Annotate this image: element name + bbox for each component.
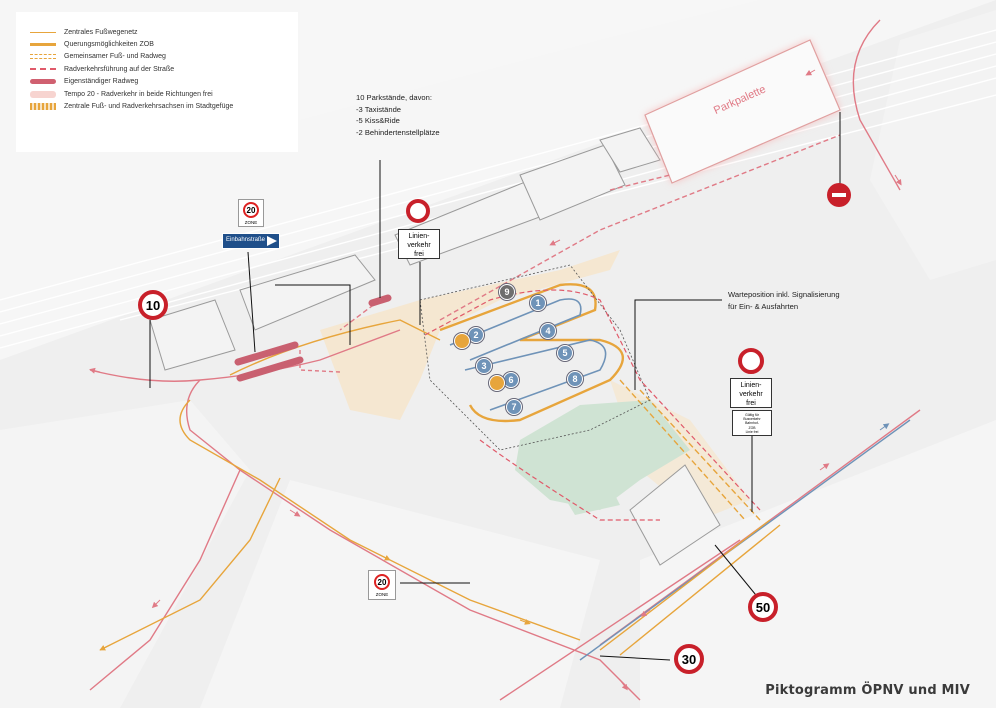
legend-item: Radverkehrsführung auf der Straße bbox=[30, 63, 288, 75]
bus-only-sign: Linien- verkehr frei bbox=[398, 229, 440, 259]
legend-item: Querungsmöglichkeiten ZOB bbox=[30, 38, 288, 50]
bus-info-line: Busverkehr bbox=[743, 417, 761, 422]
legend-swatch bbox=[30, 103, 56, 111]
legend-swatch bbox=[30, 28, 56, 36]
bus-station bbox=[419, 264, 761, 521]
bus-info-line: ZOB bbox=[748, 425, 756, 430]
callout-lines bbox=[149, 112, 841, 661]
legend-item: Gemeinsamer Fuß- und Radweg bbox=[30, 51, 288, 63]
parkpalette-building bbox=[644, 39, 841, 184]
zone-20-number: 20 bbox=[243, 202, 259, 218]
bus-bay-marker: 5 bbox=[557, 345, 573, 361]
bus-only-line: verkehr bbox=[739, 391, 763, 398]
bus-bay-marker: 2 bbox=[468, 327, 484, 343]
parking-note: 10 Parkstände, davon: -3 Taxistände -5 K… bbox=[356, 92, 440, 138]
legend-swatch bbox=[30, 53, 56, 61]
bus-bay-marker: 9 bbox=[499, 284, 515, 300]
parking-note-line: 10 Parkstände, davon: bbox=[356, 93, 432, 102]
legend-label: Tempo 20 - Radverkehr in beide Richtunge… bbox=[64, 90, 213, 98]
bus-bay-marker bbox=[489, 375, 505, 391]
zone-20-sign: 20 ZONE bbox=[368, 570, 396, 600]
buildings bbox=[149, 127, 721, 566]
parking-note-line: -3 Taxistände bbox=[356, 104, 402, 114]
zone-word: ZONE bbox=[244, 220, 258, 225]
foot-routes bbox=[99, 319, 781, 656]
bus-info-line: Bahnhof- bbox=[745, 421, 759, 426]
bus-only-sign: Linien- verkehr frei bbox=[730, 378, 772, 408]
no-vehicles-sign bbox=[738, 348, 764, 374]
bus-info-line: Linie frei bbox=[745, 429, 759, 434]
bus-only-line: frei bbox=[414, 251, 424, 258]
bus-bay-marker: 1 bbox=[530, 295, 546, 311]
legend-swatch bbox=[30, 65, 56, 73]
green-area bbox=[515, 400, 690, 515]
legend-swatch bbox=[30, 90, 56, 98]
bus-bay-marker: 3 bbox=[476, 358, 492, 374]
legend-label: Zentrales Fußwegenetz bbox=[64, 28, 138, 36]
no-vehicles-sign bbox=[406, 199, 430, 223]
bus-info-line: Gültig für bbox=[745, 413, 759, 417]
legend-item: Zentrale Fuß- und Radverkehrsachsen im S… bbox=[30, 100, 288, 112]
bus-bay-marker: 8 bbox=[567, 371, 583, 387]
legend-swatch bbox=[30, 78, 56, 86]
bus-only-line: Linien- bbox=[740, 382, 762, 389]
parking-note-line: -2 Behindertenstellplätze bbox=[356, 127, 440, 137]
zone-20-number: 20 bbox=[374, 574, 390, 590]
one-way-sign: Einbahnstraße bbox=[222, 233, 280, 249]
parking-note-line: -5 Kiss&Ride bbox=[356, 116, 400, 125]
bus-only-line: frei bbox=[746, 400, 756, 407]
bus-bay-marker bbox=[454, 333, 470, 349]
legend-item: Eigenständiger Radweg bbox=[30, 76, 288, 88]
route-arrows bbox=[89, 69, 902, 691]
bus-only-line: Linien- bbox=[408, 233, 430, 240]
bus-only-line: verkehr bbox=[407, 242, 431, 249]
arrow-right-icon bbox=[267, 236, 277, 246]
cycle-lane-bars bbox=[234, 294, 392, 382]
legend-label: Gemeinsamer Fuß- und Radweg bbox=[64, 53, 166, 61]
no-entry-sign bbox=[827, 183, 851, 207]
legend-item: Zentrales Fußwegenetz bbox=[30, 26, 288, 38]
waiting-note-line: Warteposition inkl. Signalisierung bbox=[728, 290, 840, 299]
legend-item: Tempo 20 - Radverkehr in beide Richtunge… bbox=[30, 88, 288, 100]
speed-limit-10-sign: 10 bbox=[138, 290, 168, 320]
zone-20-sign: 20 ZONE bbox=[238, 199, 264, 227]
one-way-label: Einbahnstraße bbox=[226, 237, 266, 243]
legend-label: Querungsmöglichkeiten ZOB bbox=[64, 41, 154, 49]
waiting-position-note: Warteposition inkl. Signalisierung für E… bbox=[728, 289, 840, 312]
zone-word: ZONE bbox=[375, 592, 389, 597]
legend-label: Radverkehrsführung auf der Straße bbox=[64, 65, 175, 73]
legend-label: Zentrale Fuß- und Radverkehrsachsen im S… bbox=[64, 103, 234, 111]
legend-swatch bbox=[30, 41, 56, 49]
speed-limit-30-sign: 30 bbox=[674, 644, 704, 674]
speed-limit-50-sign: 50 bbox=[748, 592, 778, 622]
waiting-note-line: für Ein- & Ausfahrten bbox=[728, 301, 799, 311]
legend-label: Eigenständiger Radweg bbox=[64, 78, 139, 86]
bus-bay-marker: 7 bbox=[506, 399, 522, 415]
bus-bay-marker: 4 bbox=[540, 323, 556, 339]
bus-bay-marker: 6 bbox=[503, 372, 519, 388]
map-title: Piktogramm ÖPNV und MIV bbox=[765, 683, 970, 698]
bus-info-sign: Gültig für Busverkehr Bahnhof- ZOB Linie… bbox=[732, 410, 772, 436]
